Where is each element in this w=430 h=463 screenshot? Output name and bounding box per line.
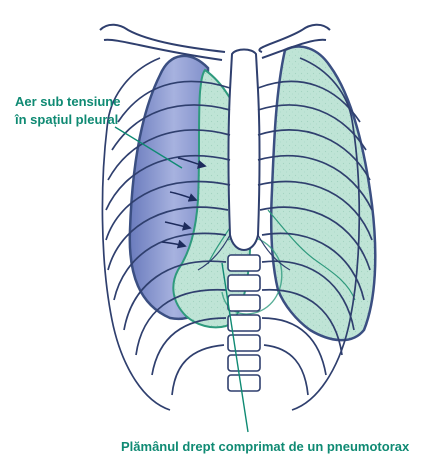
air-label: Aer sub tensiune în spațiul pleural (15, 93, 120, 129)
sternum (229, 50, 260, 251)
air-label-line-2: în spațiul pleural (15, 111, 120, 129)
air-label-line-1: Aer sub tensiune (15, 93, 120, 111)
right-clavicle (100, 25, 225, 52)
lung-label: Plămânul drept comprimat de un pneumotor… (121, 438, 409, 456)
spine (228, 255, 260, 391)
